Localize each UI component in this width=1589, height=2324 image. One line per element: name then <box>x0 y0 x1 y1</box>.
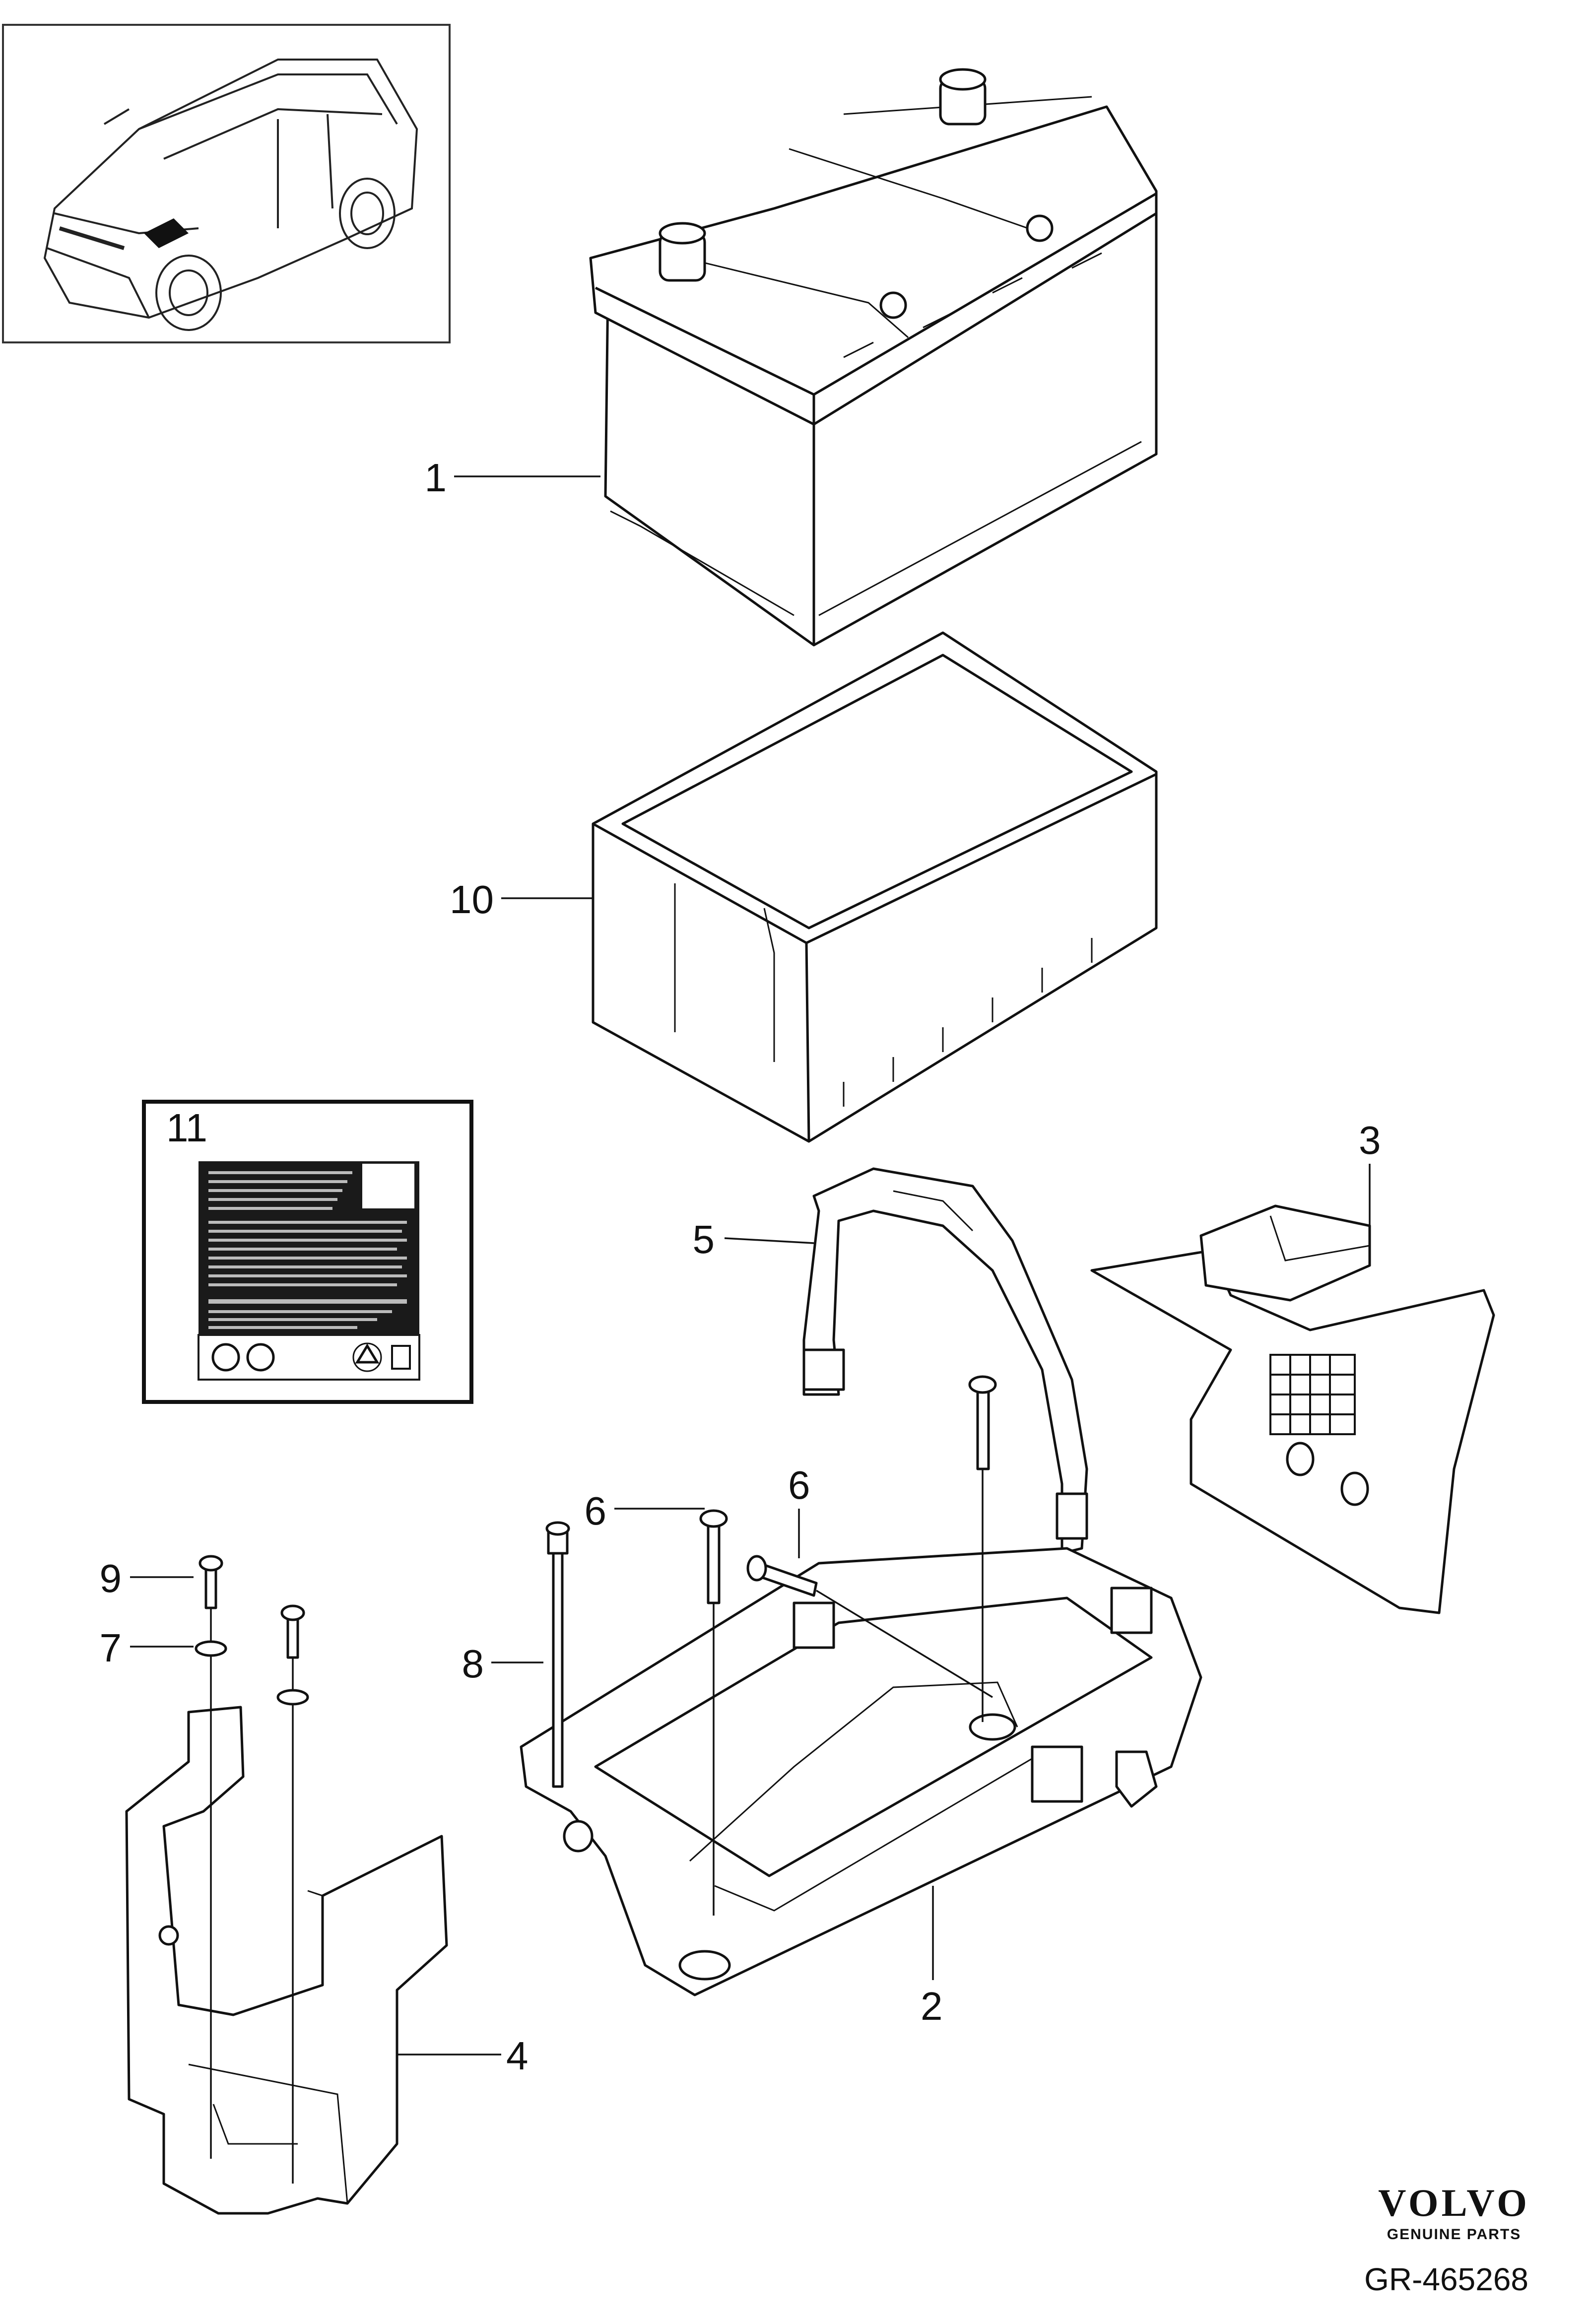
callout-5: 5 <box>693 1217 715 1262</box>
branding: VOLVO GENUINE PARTS GR-465268 <box>1364 2181 1530 2297</box>
fasteners <box>195 1375 997 2184</box>
leader-lines <box>130 475 1371 2056</box>
callout-1: 1 <box>425 456 447 500</box>
callout-11: 11 <box>166 1106 207 1150</box>
brand-name: VOLVO <box>1378 2181 1530 2224</box>
recycle-icon <box>352 1342 382 1372</box>
disposal-icon <box>211 1343 240 1372</box>
battery-location-marker <box>144 218 189 248</box>
brand-tagline: GENUINE PARTS <box>1387 2226 1521 2243</box>
no-open-flame-icon <box>246 1343 275 1372</box>
callout-8: 8 <box>462 1642 484 1686</box>
callout-9: 9 <box>100 1556 122 1600</box>
callout-6b: 6 <box>788 1463 810 1507</box>
callout-3: 3 <box>1359 1118 1381 1162</box>
strap-part <box>802 1167 1088 1555</box>
callout-10: 10 <box>450 877 494 922</box>
callout-labels: 1 10 11 3 5 6 6 9 7 8 2 4 <box>100 456 1381 2078</box>
callout-7: 7 <box>100 1626 122 1670</box>
tray-part <box>520 1547 1202 1996</box>
cover-part <box>1090 1204 1495 1614</box>
battery-box-part <box>592 631 1158 1143</box>
callout-6a: 6 <box>585 1489 607 1533</box>
label-part <box>142 1100 473 1404</box>
battery-part <box>589 68 1158 647</box>
vehicle-locator-inset <box>2 24 451 343</box>
bracket-part <box>125 1706 448 2215</box>
callout-2: 2 <box>921 1984 943 2028</box>
callout-4: 4 <box>506 2034 529 2078</box>
vehicle-locator-icon <box>43 59 418 331</box>
bin-icon <box>391 1345 411 1370</box>
diagram-reference: GR-465268 <box>1364 2261 1528 2297</box>
